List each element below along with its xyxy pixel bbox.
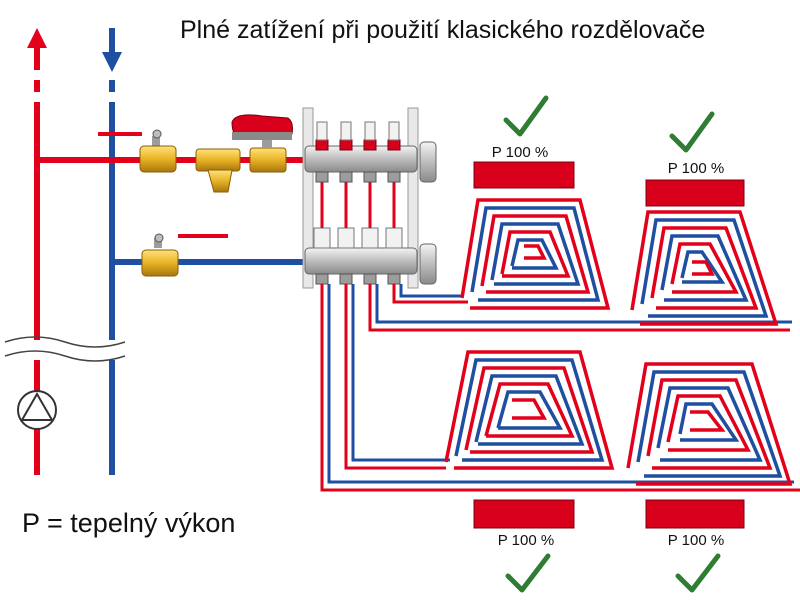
- pipe-break-mark: [4, 336, 126, 362]
- power-label: P 100 %: [498, 532, 554, 549]
- circuit-bottom-right: P 100 %: [645, 499, 745, 593]
- circuit-top-right: P 100 %: [645, 111, 745, 207]
- pump-icon: [17, 390, 57, 430]
- heating-loop-bottom-right: [626, 362, 793, 486]
- heating-loop-top-left: [460, 198, 611, 310]
- heating-loop-bottom-left: [444, 350, 615, 470]
- return-riser: [102, 28, 122, 475]
- power-label: P 100 %: [668, 532, 724, 549]
- power-bar: [473, 499, 575, 529]
- check-icon: [669, 111, 715, 153]
- ball-valve-icon: [98, 129, 177, 173]
- actuator-icon: [231, 114, 293, 173]
- arrow-up-icon: [27, 28, 47, 48]
- power-label: P 100 %: [492, 144, 548, 161]
- manifold: [302, 107, 437, 289]
- circuit-top-left: P 100 %: [473, 95, 575, 189]
- circuit-bottom-left: P 100 %: [473, 499, 575, 593]
- legend-text: P = tepelný výkon: [22, 508, 236, 538]
- power-bar: [645, 499, 745, 529]
- diagram-title: Plné zatížení při použití klasického roz…: [180, 16, 706, 44]
- heating-loop-top-right: [630, 210, 779, 326]
- feed-pipes: [320, 284, 800, 492]
- power-bar: [473, 161, 575, 189]
- check-icon: [505, 553, 551, 593]
- arrow-down-icon: [102, 52, 122, 72]
- strainer-icon: [195, 148, 241, 193]
- check-icon: [675, 553, 721, 593]
- ball-valve-icon: [141, 233, 228, 277]
- power-bar: [645, 179, 745, 207]
- power-label: P 100 %: [668, 160, 724, 177]
- check-icon: [503, 95, 549, 137]
